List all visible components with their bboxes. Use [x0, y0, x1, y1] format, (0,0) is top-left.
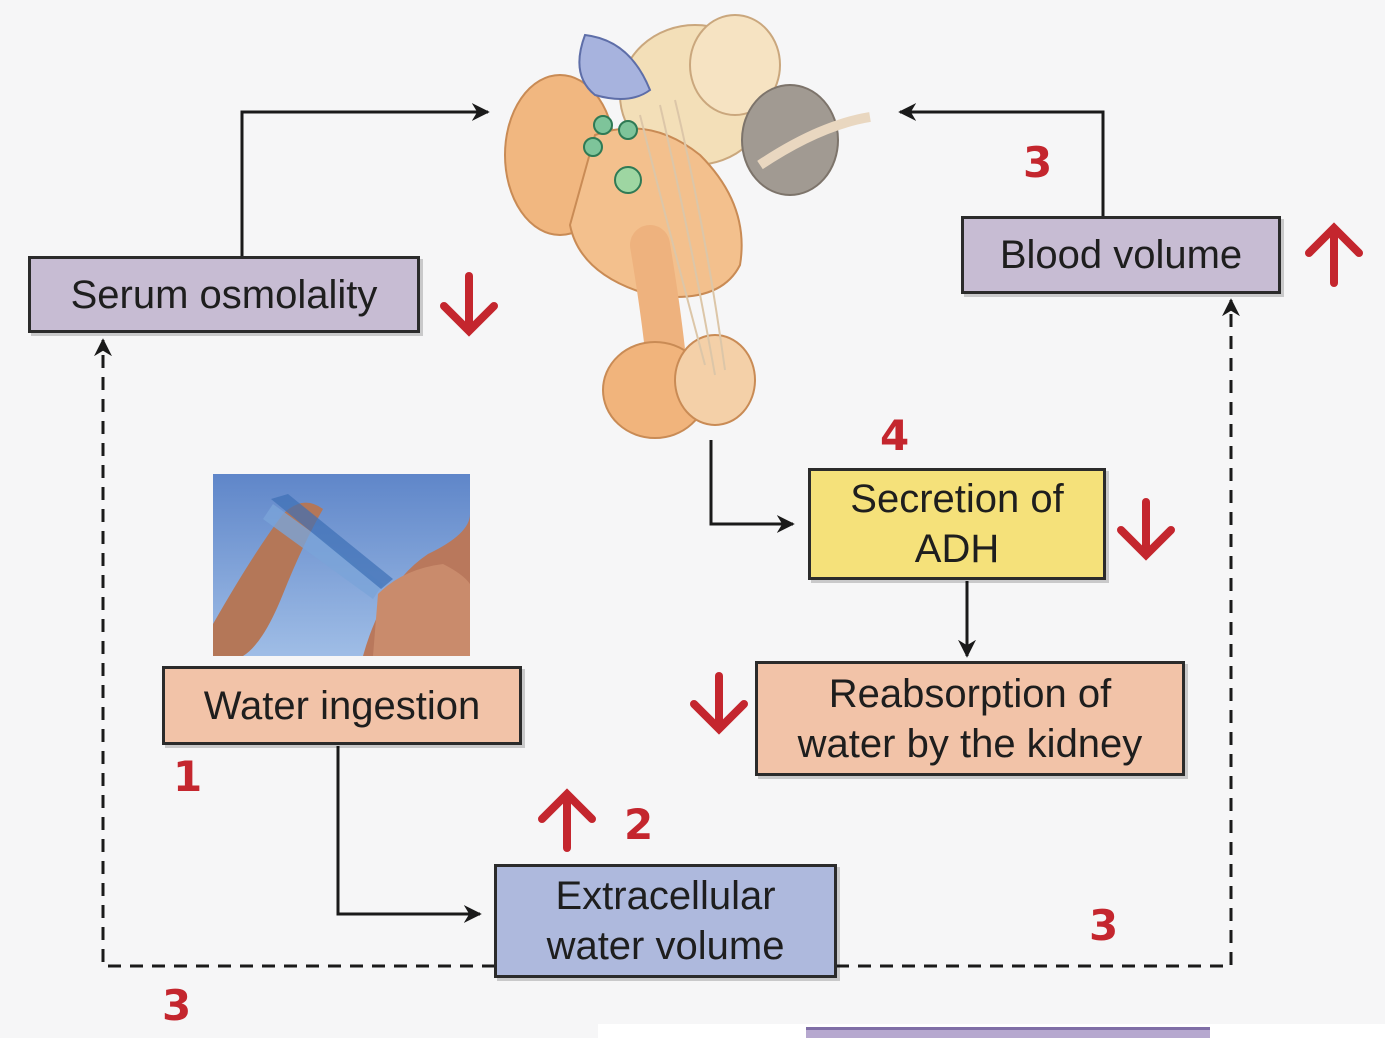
secretion-adh-down-arrow-icon [1121, 502, 1171, 555]
water-ingestion-box: Water ingestion [162, 666, 522, 745]
serum-osmolality-label: Serum osmolality [71, 270, 378, 320]
extracellular-water-volume-box: Extracellular water volume [494, 864, 837, 978]
feedback-to-blood-volume-dashed-arrow [836, 300, 1231, 966]
reabsorption-box: Reabsorption of water by the kidney [755, 661, 1185, 776]
step-number-3-right: 3 [1089, 905, 1118, 947]
step-number-3-top: 3 [1023, 142, 1052, 184]
blood-volume-up-arrow-icon [1309, 228, 1359, 283]
serum-osmolality-box: Serum osmolality [28, 256, 420, 333]
ingestion-to-extracellular-arrow [338, 746, 480, 914]
blood-volume-box: Blood volume [961, 216, 1281, 294]
extracellular-up-arrow-icon [542, 794, 592, 848]
person-drinking-water-photo [213, 474, 470, 656]
step-number-4: 4 [880, 415, 909, 457]
secretion-of-adh-box: Secretion of ADH [808, 468, 1106, 580]
step-number-1: 1 [173, 756, 202, 798]
step-number-2: 2 [624, 804, 653, 846]
blood-volume-to-hypothalamus-arrow [900, 112, 1103, 216]
step-number-3-left: 3 [162, 985, 191, 1027]
secretion-of-adh-label: Secretion of ADH [850, 474, 1063, 574]
serum-osmolality-down-arrow-icon [444, 276, 494, 331]
water-ingestion-label: Water ingestion [204, 681, 480, 731]
reabsorption-down-arrow-icon [694, 676, 744, 729]
serum-to-hypothalamus-arrow [242, 112, 488, 256]
blood-volume-label: Blood volume [1000, 230, 1242, 280]
bottom-edge-purple-bar [806, 1027, 1210, 1038]
hypothalamus-pituitary-illustration [500, 5, 880, 455]
extracellular-water-volume-label: Extracellular water volume [547, 871, 785, 971]
reabsorption-label: Reabsorption of water by the kidney [798, 669, 1143, 769]
